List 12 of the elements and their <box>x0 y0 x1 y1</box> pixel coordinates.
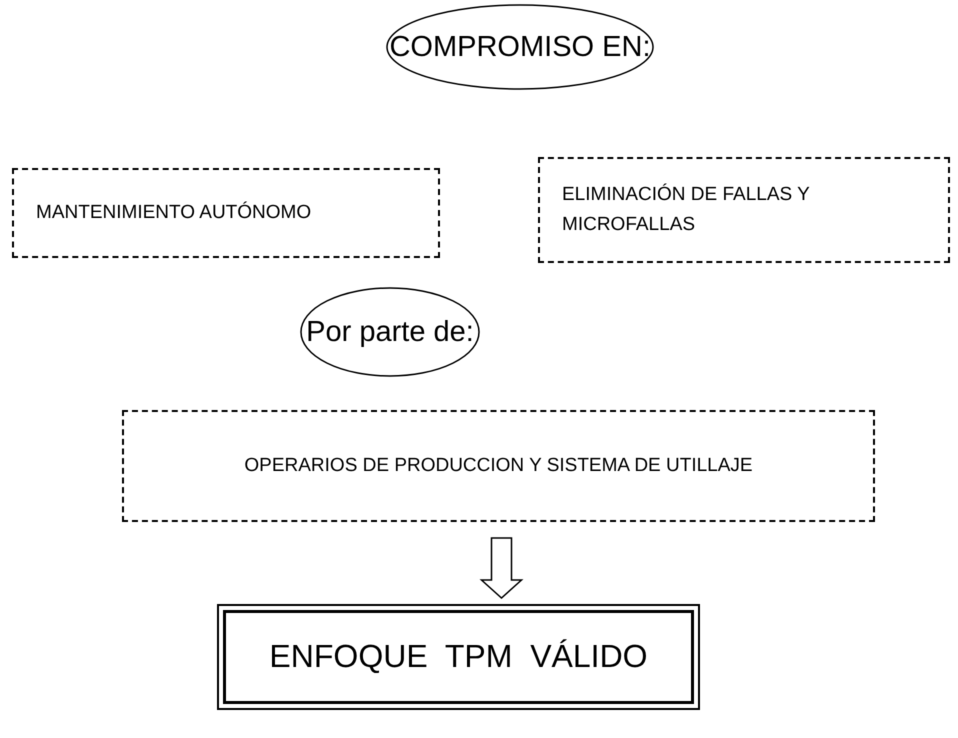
hollow-arrow <box>480 537 524 599</box>
node-text: OPERARIOS DE PRODUCCION Y SISTEMA DE UTILLAJE <box>244 454 753 478</box>
ellipse-node <box>386 4 654 90</box>
node-text: Por parte de: <box>306 314 474 350</box>
ellipse-node <box>300 287 480 377</box>
node-text: COMPROMISO EN: <box>389 30 650 65</box>
dashed-box <box>538 157 950 263</box>
node-text: ELIMINACIÓN DE FALLAS Y MICROFALLAS <box>562 182 810 237</box>
dashed-box <box>12 168 440 258</box>
dashed-box <box>122 410 875 522</box>
node-text: MANTENIMIENTO AUTÓNOMO <box>36 200 312 225</box>
node-text: ENFOQUE TPM VÁLIDO <box>269 637 648 676</box>
